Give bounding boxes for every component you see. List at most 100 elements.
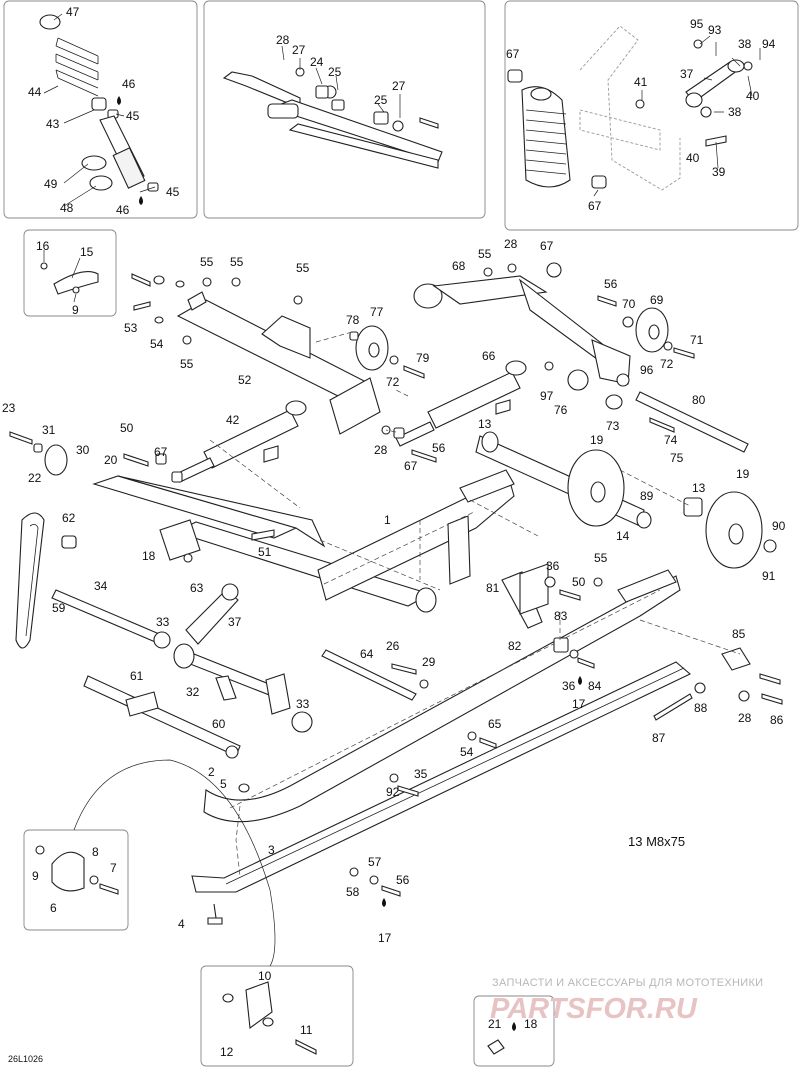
callout-c8: 8 [92,845,99,859]
callout-c3: 3 [268,843,275,857]
callout-c89: 89 [640,489,654,503]
linkage-inset [507,25,761,197]
drawing-code: 26L1026 [8,1054,43,1064]
callout-c59: 59 [52,601,66,615]
callout-c58: 58 [346,885,360,899]
callout-c80: 80 [692,393,706,407]
callout-c94: 94 [762,37,776,51]
shaft-64 [321,649,429,701]
watermark-line2: PARTSFOR.RU [490,993,698,1025]
callout-c76: 76 [554,403,568,417]
callout-c62: 62 [62,511,76,525]
bar-61 [83,675,241,759]
grease-inset [487,1022,516,1055]
callout-c56c: 56 [396,873,410,887]
callout-c26: 26 [386,639,400,653]
callout-c96: 96 [640,363,654,377]
connector-curve [73,759,276,967]
callout-c33b: 33 [296,697,310,711]
callout-c10: 10 [258,969,272,983]
callout-c33a: 33 [156,615,170,629]
callout-c7: 7 [110,861,117,875]
callout-c27a: 27 [292,43,306,57]
inset-linkage-frame [504,0,799,231]
callout-c24: 24 [310,55,324,69]
callout-c45a: 45 [126,109,140,123]
callout-c67e: 67 [404,459,418,473]
callout-c55c: 55 [296,261,310,275]
callout-c9a: 9 [72,303,79,317]
callout-c28b: 28 [504,237,518,251]
callout-c20: 20 [104,453,118,467]
callout-c79: 79 [416,351,430,365]
brace-81 [447,515,549,629]
callout-c88: 88 [694,701,708,715]
callout-c15: 15 [80,245,94,259]
callout-c57: 57 [368,855,382,869]
callout-c47: 47 [66,5,80,19]
callout-c38b: 38 [728,105,742,119]
callout-c48: 48 [60,201,74,215]
callout-c18a: 18 [142,549,156,563]
callout-c36b: 36 [562,679,576,693]
callout-c27b: 27 [392,79,406,93]
callout-c92: 92 [386,785,400,799]
callout-c55e: 55 [478,247,492,261]
callout-c52: 52 [238,373,252,387]
callout-c56a: 56 [604,277,618,291]
callout-c49: 49 [44,177,58,191]
slide-3 [191,661,691,893]
callout-c32: 32 [186,685,200,699]
arm-37 [173,583,313,733]
callout-c71: 71 [690,333,704,347]
inset-slider-frame [200,965,354,1067]
callout-c29: 29 [422,655,436,669]
callout-c44: 44 [28,85,42,99]
callout-c70: 70 [622,297,636,311]
callout-c30: 30 [76,443,90,457]
callout-c74: 74 [664,433,678,447]
callout-c31: 31 [42,423,56,437]
callout-c75: 75 [670,451,684,465]
callout-c46a: 46 [122,77,136,91]
callout-c86: 86 [770,713,784,727]
callout-c82: 82 [508,639,522,653]
fastener-note: 13 M8x75 [628,834,685,849]
callout-c69: 69 [650,293,664,307]
callout-c40b: 40 [686,151,700,165]
callout-c41: 41 [634,75,648,89]
inset-grease-frame [473,995,555,1067]
inset-arm-frame [203,0,486,219]
callout-c93: 93 [708,23,722,37]
callout-c18b: 18 [524,1017,538,1031]
callout-c77: 77 [370,305,384,319]
callout-c73: 73 [606,419,620,433]
shock-inset [39,13,159,207]
callout-c67b: 67 [588,199,602,213]
front-cross-tube-52 [131,273,381,435]
callout-c28a: 28 [276,33,290,47]
callout-c13a: 13 [478,417,492,431]
callout-c42: 42 [226,413,240,427]
callout-c53: 53 [124,321,138,335]
callout-c17b: 17 [378,931,392,945]
callout-c56b: 56 [432,441,446,455]
callout-c60: 60 [212,717,226,731]
callout-c45b: 45 [166,185,180,199]
inset-stopper-frame [23,829,129,931]
callout-c67d: 67 [154,445,168,459]
slider-inset [222,981,317,1055]
callout-c72a: 72 [386,375,400,389]
callout-c63: 63 [190,581,204,595]
callout-c37b: 37 [228,615,242,629]
callout-c68: 68 [452,259,466,273]
callout-c78: 78 [346,313,360,327]
callout-c72b: 72 [660,357,674,371]
callout-c28c: 28 [374,443,388,457]
callout-c6: 6 [50,901,57,915]
callout-c40a: 40 [746,89,760,103]
hardware [61,535,783,925]
callout-c14: 14 [616,529,630,543]
